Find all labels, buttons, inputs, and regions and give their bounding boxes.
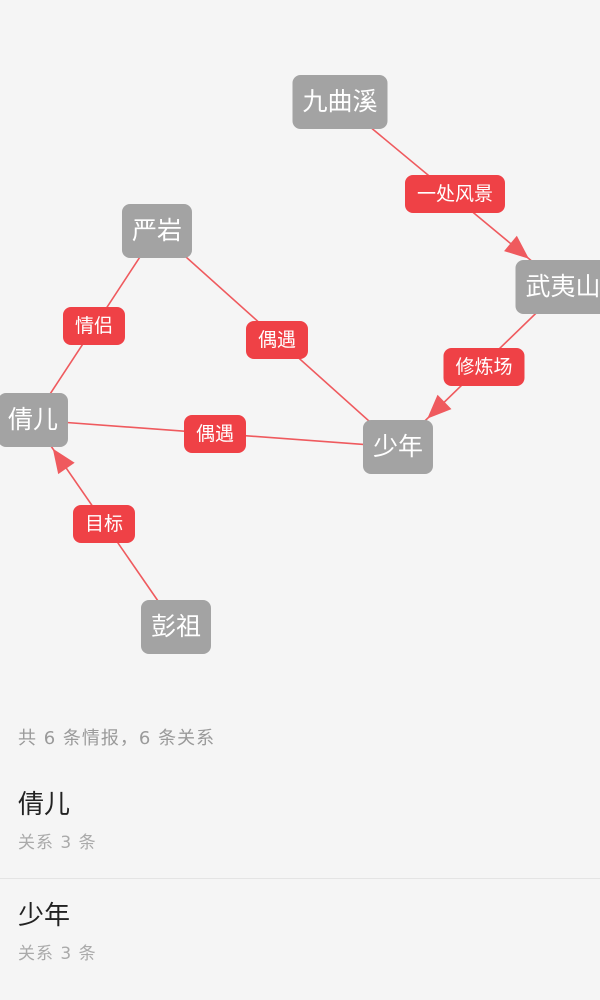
edge-arrowhead-pengzu-qianer <box>52 448 75 475</box>
node-jiuquxi[interactable]: 九曲溪 <box>292 75 388 129</box>
list-item-title: 倩儿 <box>18 790 71 820</box>
node-yanyan[interactable]: 严岩 <box>121 204 193 258</box>
edge-arrowhead-jiuquxi-wuyishan <box>504 235 529 259</box>
list-item[interactable]: 少年 关系 3 条 <box>0 878 600 988</box>
edge-arrowhead-wuyishan-shaonian <box>427 394 452 419</box>
list-item-relation-count: 关系 3 条 <box>18 944 97 964</box>
node-qianer[interactable]: 倩儿 <box>0 393 69 447</box>
list-item[interactable]: 倩儿 关系 3 条 <box>0 768 600 878</box>
edge-label-jiuquxi-wuyishan[interactable]: 一处风景 <box>404 175 506 213</box>
intel-summary: 共 6 条情报，6 条关系 <box>18 728 216 749</box>
list-item-relation-count: 关系 3 条 <box>18 833 97 853</box>
relationship-graph: 九曲溪 严岩 武夷山 倩儿 少年 彭祖 一处风景 情侣 偶遇 修炼场 偶遇 目标 <box>0 75 600 654</box>
edge-label-qianer-shaonian[interactable]: 偶遇 <box>183 415 247 453</box>
entity-list: 倩儿 关系 3 条 少年 关系 3 条 <box>0 768 600 988</box>
edge-label-yanyan-qianer[interactable]: 情侣 <box>62 307 126 345</box>
edge-label-pengzu-qianer[interactable]: 目标 <box>72 505 136 543</box>
edge-label-wuyishan-shaonian[interactable]: 修炼场 <box>443 348 525 386</box>
edge-label-yanyan-shaonian[interactable]: 偶遇 <box>245 321 309 359</box>
node-wuyishan[interactable]: 武夷山 <box>515 260 600 314</box>
node-pengzu[interactable]: 彭祖 <box>140 600 212 654</box>
list-item-title: 少年 <box>18 901 71 931</box>
node-shaonian[interactable]: 少年 <box>362 420 434 474</box>
